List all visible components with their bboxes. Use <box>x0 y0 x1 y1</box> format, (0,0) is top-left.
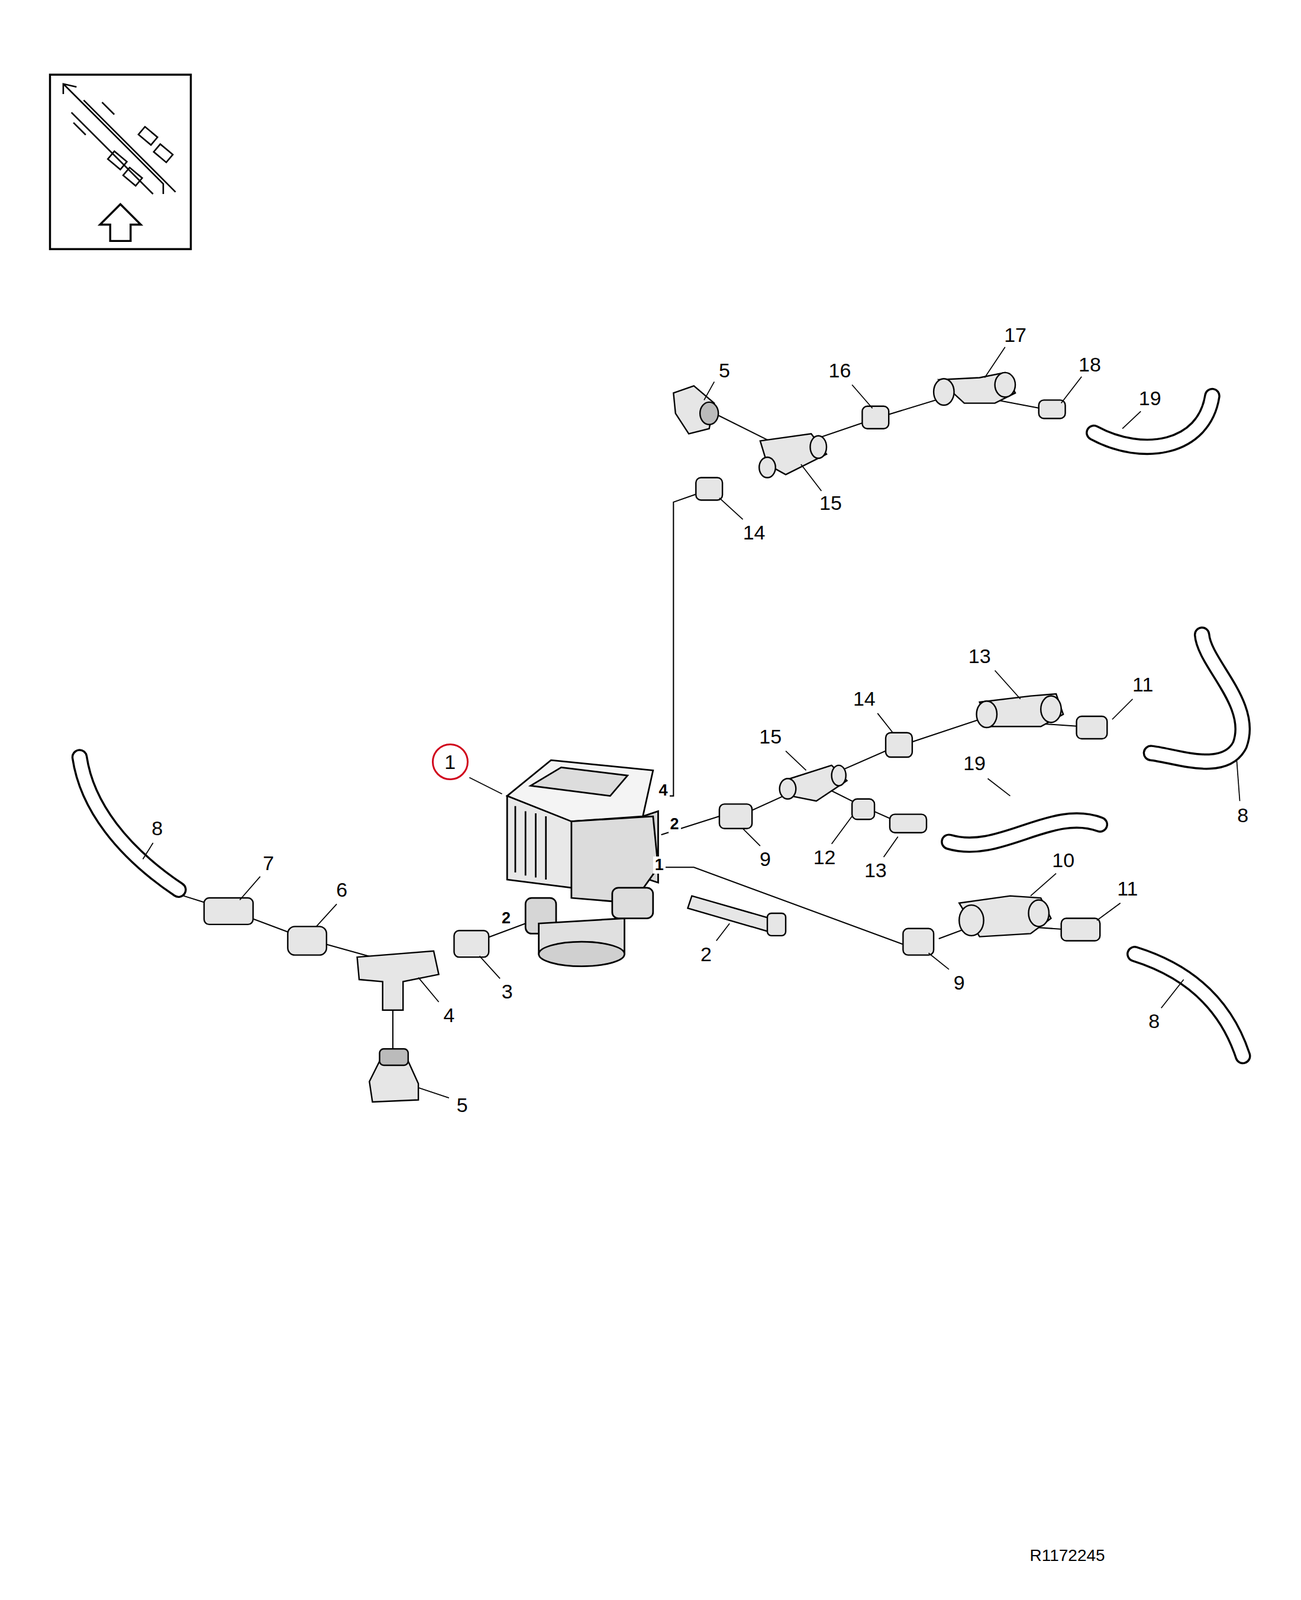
callout-number: 8 <box>149 817 165 839</box>
callout-number: 5 <box>717 359 732 382</box>
callout-number: 9 <box>757 848 773 870</box>
callout-number: 14 <box>851 688 878 710</box>
valve-body <box>507 760 658 967</box>
callout-number: 18 <box>1076 353 1103 376</box>
callout-number: 1 <box>444 751 456 773</box>
callout-number: 7 <box>260 852 276 874</box>
callout-number: 9 <box>951 972 967 994</box>
callout-number: 8 <box>1235 804 1251 826</box>
callout-number: 6 <box>334 879 350 901</box>
callout-number: 10 <box>1050 849 1077 871</box>
callout-number: 17 <box>1002 324 1029 346</box>
callout-number: 13 <box>862 859 889 881</box>
callout-number: 15 <box>817 492 844 514</box>
callout-number: 19 <box>1137 387 1164 409</box>
callout-number: 19 <box>961 752 988 774</box>
callout-number: 5 <box>454 1094 470 1116</box>
fittings <box>204 372 1107 1103</box>
port-number: 4 <box>657 782 670 800</box>
callout-number: 13 <box>966 645 993 667</box>
callout-number: 12 <box>811 846 838 868</box>
callout-number: 16 <box>827 359 854 382</box>
port-number: 2 <box>499 909 513 928</box>
callout-number: 11 <box>1115 877 1140 900</box>
port-number: 1 <box>653 856 666 874</box>
callout-number: 4 <box>441 1004 457 1026</box>
callout-circle: 1 <box>431 743 469 781</box>
callout-number: 2 <box>698 943 714 965</box>
callout-number: 3 <box>499 980 515 1003</box>
callout-number: R1172245 <box>1027 1547 1107 1565</box>
hoses <box>79 396 1244 1057</box>
callout-number: 15 <box>757 725 784 748</box>
callout-number: 8 <box>1146 1010 1162 1032</box>
callout-number: 14 <box>741 521 768 544</box>
port-number: 2 <box>668 815 681 834</box>
orientation-icon <box>50 74 192 250</box>
pipe-lines <box>183 392 1082 1062</box>
leader-lines <box>142 347 1240 1099</box>
callout-number: 11 <box>1130 673 1155 696</box>
